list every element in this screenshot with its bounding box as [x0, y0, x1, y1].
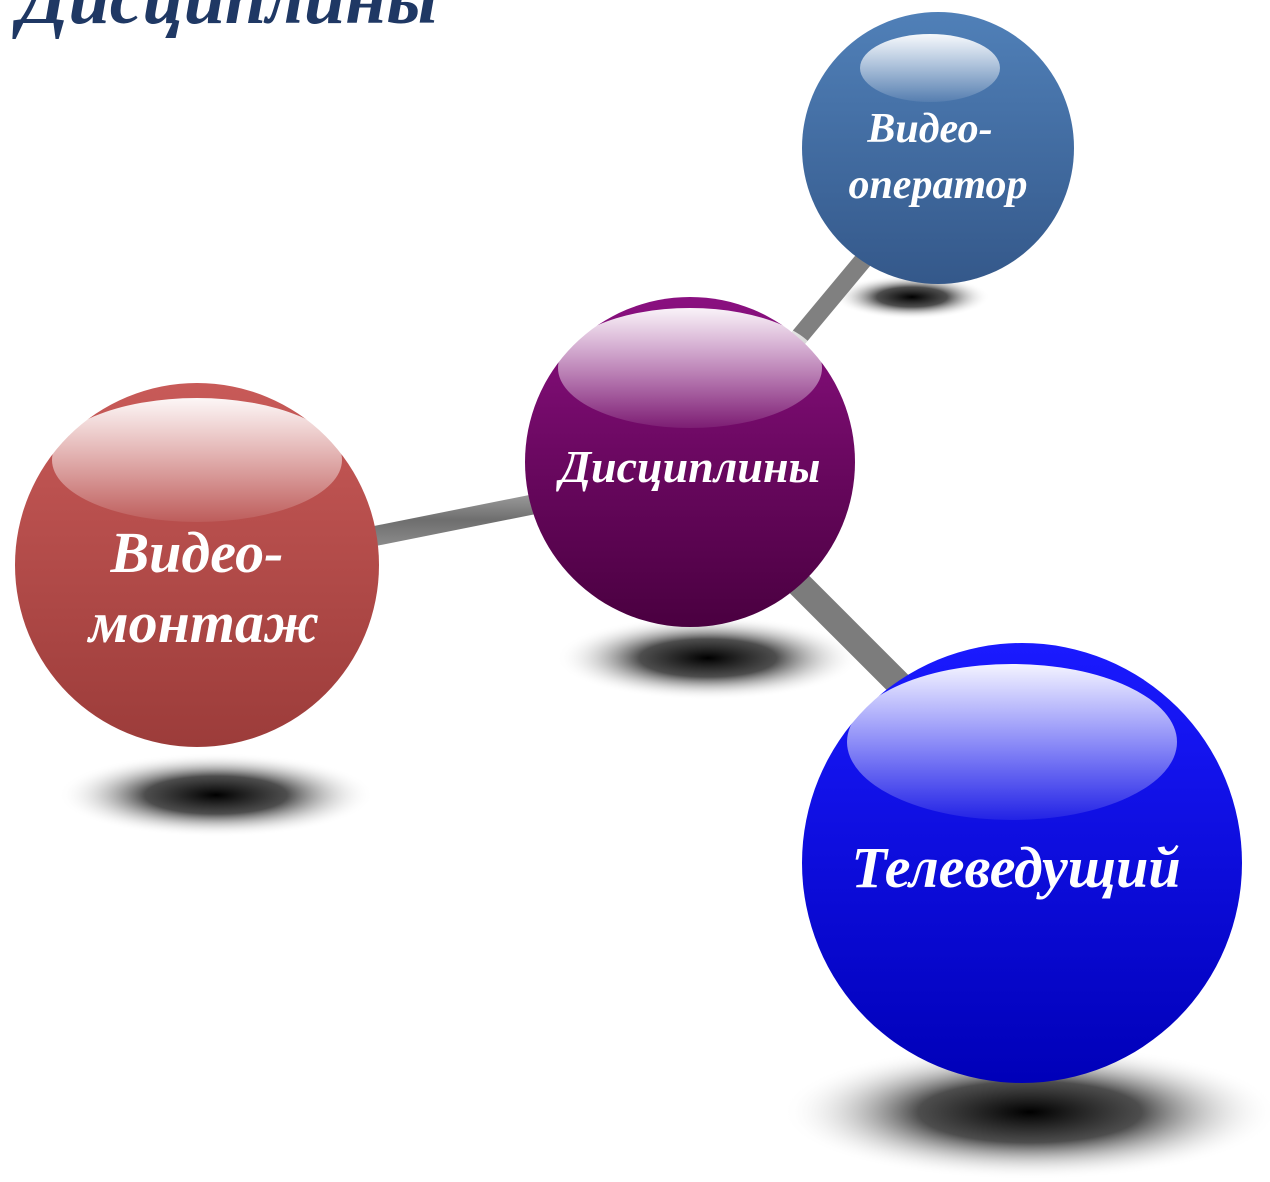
node-videomontage-label-line2: монтаж: [87, 590, 319, 655]
page-title: Дисциплины: [18, 0, 438, 36]
node-videooperator[interactable]: Видео- оператор: [802, 12, 1074, 284]
node-videooperator-label-line2: оператор: [848, 162, 1027, 208]
shadow-videooperator: [834, 275, 990, 319]
node-center-label: Дисциплины: [556, 441, 821, 492]
shadow-televeduschiy: [782, 1044, 1270, 1180]
node-televeduschiy-label: Телеведущий: [851, 835, 1180, 900]
shadow-center: [556, 616, 860, 700]
node-videomontage-label-line1: Видео-: [109, 520, 283, 585]
gloss-highlight: [558, 308, 822, 428]
node-center[interactable]: Дисциплины: [525, 297, 855, 627]
gloss-highlight: [847, 664, 1177, 820]
node-videomontage[interactable]: Видео- монтаж: [15, 383, 379, 747]
gloss-highlight: [52, 398, 342, 522]
node-videooperator-label-line1: Видео-: [866, 106, 992, 152]
gloss-highlight: [860, 34, 1000, 102]
shadow-videomontage: [58, 753, 374, 837]
node-televeduschiy[interactable]: Телеведущий: [802, 643, 1242, 1083]
